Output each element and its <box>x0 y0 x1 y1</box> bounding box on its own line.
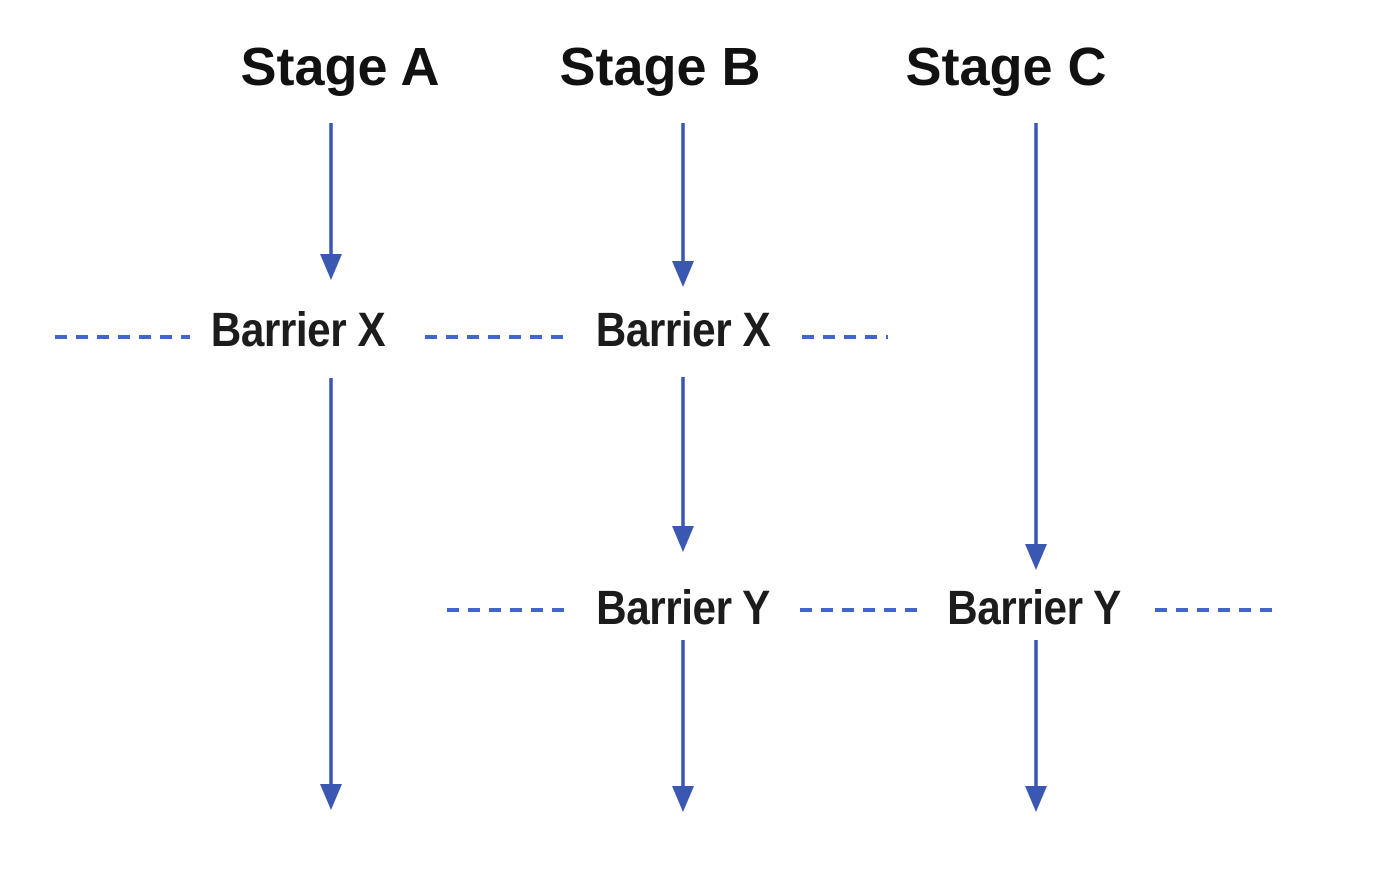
barrier-x-label-1: Barrier X <box>210 304 386 357</box>
stage-c-label: Stage C <box>905 37 1107 97</box>
stage-c-arrow-bottom <box>1025 640 1047 812</box>
stage-b-label: Stage B <box>559 37 761 97</box>
barrier-y-label-2: Barrier Y <box>947 582 1121 635</box>
stage-a-label: Stage A <box>240 37 440 97</box>
stage-b-arrow-top <box>672 123 694 287</box>
barrier-y-label-1: Barrier Y <box>596 582 770 635</box>
stage-c-arrow-top <box>1025 123 1047 570</box>
stage-a-arrow-top <box>320 123 342 280</box>
stage-b-arrow-bottom <box>672 640 694 812</box>
stage-a-arrow-through <box>320 378 342 810</box>
stage-b-arrow-middle <box>672 377 694 552</box>
barrier-x-label-2: Barrier X <box>595 304 771 357</box>
